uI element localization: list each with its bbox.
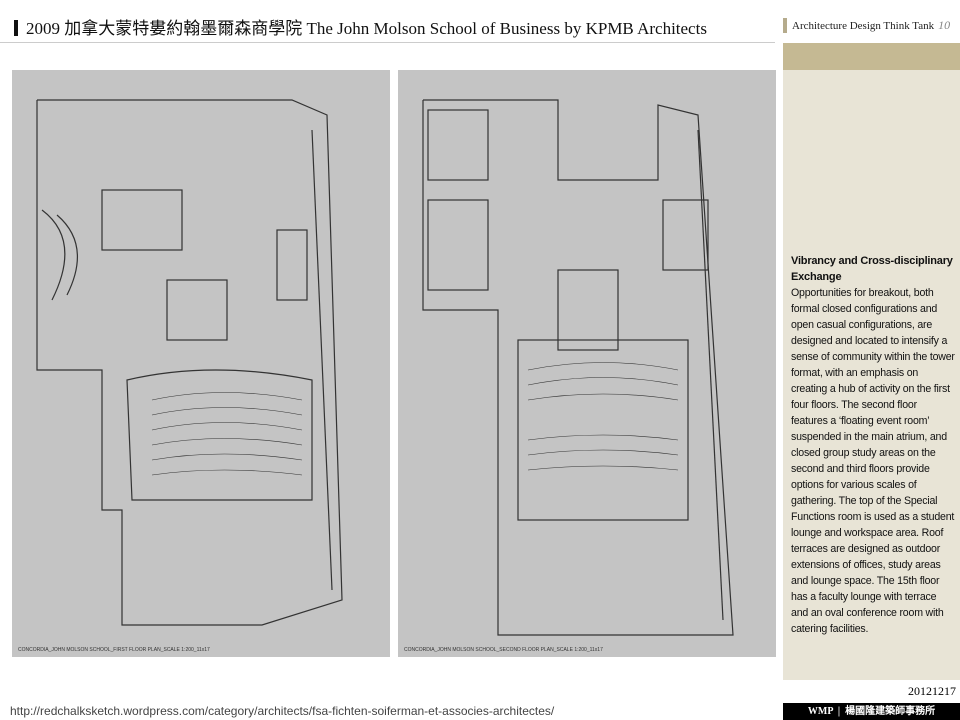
slide-title: 2009 加拿大蒙特婁約翰墨爾森商學院 The John Molson Scho… xyxy=(14,14,707,39)
sidebar-panel xyxy=(783,70,960,680)
source-url[interactable]: http://redchalksketch.wordpress.com/cate… xyxy=(10,704,555,718)
brand: WMP xyxy=(807,706,833,717)
accent-strip xyxy=(783,43,960,70)
first-floor-plan: CONCORDIA_JOHN MOLSON SCHOOL_FIRST FLOOR… xyxy=(12,70,390,657)
sidebar-heading: Vibrancy and Cross-disciplinary Exchange xyxy=(791,255,953,283)
firm-badge: WMP | 楊國隆建築師事務所 xyxy=(783,703,960,720)
title-text: 2009 加拿大蒙特婁約翰墨爾森商學院 The John Molson Scho… xyxy=(26,19,707,38)
sidebar-body: Opportunities for breakout, both formal … xyxy=(791,287,955,635)
sidebar-text: Vibrancy and Cross-disciplinary Exchange… xyxy=(791,253,956,637)
tank-text: Architecture Design Think Tank xyxy=(792,20,935,32)
plan-caption: CONCORDIA_JOHN MOLSON SCHOOL_SECOND FLOO… xyxy=(404,647,603,653)
second-floor-plan: CONCORDIA_JOHN MOLSON SCHOOL_SECOND FLOO… xyxy=(398,70,776,657)
firm-name: 楊國隆建築師事務所 xyxy=(845,706,936,717)
header-divider xyxy=(0,42,775,43)
date: 20121217 xyxy=(908,684,956,698)
page-number: 10 xyxy=(938,18,951,32)
plan-caption: CONCORDIA_JOHN MOLSON SCHOOL_FIRST FLOOR… xyxy=(18,647,210,653)
